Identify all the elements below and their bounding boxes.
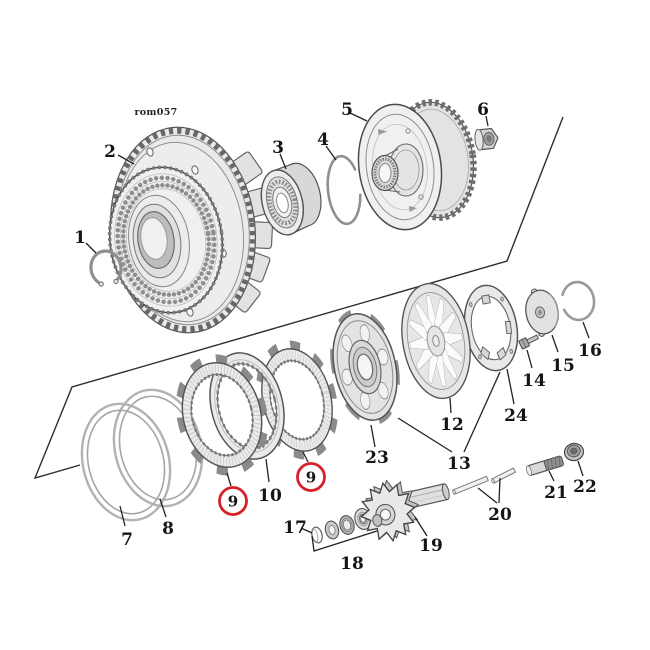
part-label-24: 24 [504,406,528,426]
part-label-3: 3 [272,138,284,158]
part-label-8: 8 [162,519,174,539]
casting-mark-bottom [409,206,417,212]
circled-part-label-9-1: 9 [218,486,248,516]
part-20-pins [452,467,517,495]
part-label-18: 18 [340,554,364,574]
part-1-retaining-ring [89,249,123,287]
leader-lines [85,112,590,552]
part-label-2: 2 [104,142,116,162]
circled-part-label-9-2: 9 [296,462,326,492]
part-14-bolt [518,334,540,350]
part-label-15: 15 [551,356,575,376]
part-label-14: 14 [522,371,546,391]
part-3-bearing [260,162,322,236]
part-label-19: 19 [419,536,443,556]
part-7-ring [80,402,172,522]
casting-dot-bottom [418,194,424,200]
callout-circle [218,486,248,516]
part-6-nut [474,127,499,151]
part-15-release-plate [525,288,559,337]
part-label-17: 17 [283,518,307,538]
part-23-pressure-plate [330,308,400,426]
casting-dot-top [405,128,411,134]
casting-mark-top [378,129,387,135]
part-10-steel-plate [199,345,294,467]
part-2-clutch-shell [107,126,274,334]
group-18-bracket [311,530,378,552]
boundary-plane-line [33,116,564,480]
part-label-21: 21 [544,483,568,503]
part-16-retaining-ring [560,280,596,322]
part-label-20: 20 [488,505,512,525]
callout-circle [296,462,326,492]
part-19-sprocket-shaft [360,479,450,543]
part-label-23: 23 [365,448,389,468]
part-21-stud [525,455,564,476]
part-label-1: 1 [74,228,86,248]
part-9-friction-plate-front [175,354,269,476]
part-label-16: 16 [578,341,602,361]
spring-finger-slots [409,295,463,387]
diagram-code: rom057 [134,107,177,118]
part-22-flange-nut [563,442,585,462]
part-label-22: 22 [573,477,597,497]
part-4-snap-ring [326,154,362,226]
part-label-10: 10 [258,486,282,506]
part-12-diaphragm-spring [393,278,478,404]
part-label-5: 5 [341,100,353,120]
circled-part-number: 9 [228,493,238,511]
part-label-7: 7 [121,530,133,550]
circled-part-number: 9 [306,469,316,487]
part-label-4: 4 [317,130,329,150]
part-label-12: 12 [440,415,464,435]
part-label-6: 6 [477,100,489,120]
part-label-13: 13 [447,454,471,474]
shell-bore-inner [140,217,168,260]
part-24-spring-seat [458,281,524,375]
part-5-clutch-hub [357,99,477,231]
